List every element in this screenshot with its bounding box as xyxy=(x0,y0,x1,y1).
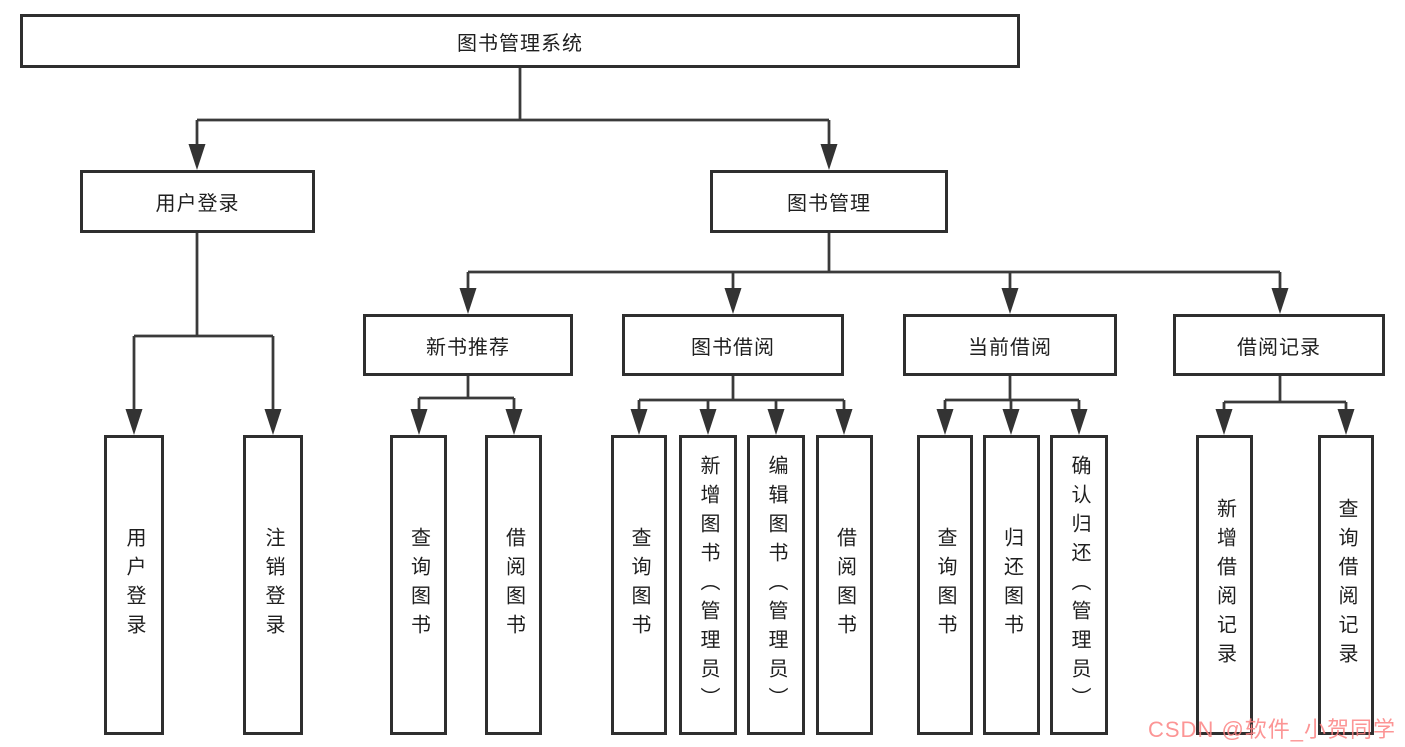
node-label: 新增借阅记录 xyxy=(1213,498,1236,672)
leaf-borrow-books-recommend: 借阅图书 xyxy=(485,435,542,735)
node-new-book-recommend: 新书推荐 xyxy=(363,314,573,376)
node-label: 图书管理 xyxy=(787,193,871,215)
node-borrowing-records: 借阅记录 xyxy=(1173,314,1385,376)
csdn-watermark: CSDN @软件_小贺同学 xyxy=(1148,717,1397,742)
connector-root-to-level2 xyxy=(195,68,831,146)
arrowheads-book-mgmt-children xyxy=(459,288,1289,314)
node-label: 借阅图书 xyxy=(502,527,525,643)
node-label: 新书推荐 xyxy=(426,336,510,359)
node-book-management: 图书管理 xyxy=(710,170,948,233)
leaf-query-books-current: 查询图书 xyxy=(917,435,973,735)
node-label: 借阅图书 xyxy=(833,527,856,643)
leaf-query-borrow-record: 查询借阅记录 xyxy=(1318,435,1374,735)
node-label: 确认归还（管理员） xyxy=(1068,454,1090,716)
arrowheads-user-login-children xyxy=(125,409,282,435)
node-user-login: 用户登录 xyxy=(80,170,315,233)
node-label: 借阅记录 xyxy=(1237,336,1321,359)
node-label: 用户登录 xyxy=(155,193,240,215)
leaf-add-books-admin: 新增图书（管理员） xyxy=(679,435,737,735)
node-label: 查询图书 xyxy=(407,527,430,643)
node-library-management-system: 图书管理系统 xyxy=(20,14,1020,68)
connector-borrow-records-children xyxy=(1222,376,1348,411)
node-label: 图书管理系统 xyxy=(457,32,583,55)
node-label: 图书借阅 xyxy=(691,336,775,359)
arrowheads-current-borrow-children xyxy=(936,409,1088,435)
arrowheads-level2 xyxy=(188,144,838,170)
node-label: 注销登录 xyxy=(262,527,284,643)
leaf-user-login: 用户登录 xyxy=(104,435,164,735)
node-label: 编辑图书（管理员） xyxy=(765,454,787,716)
connector-book-borrow-children xyxy=(637,376,846,411)
node-book-borrowing: 图书借阅 xyxy=(622,314,844,376)
connector-book-mgmt-children xyxy=(466,233,1282,290)
node-label: 归还图书 xyxy=(1000,527,1023,643)
leaf-edit-books-admin: 编辑图书（管理员） xyxy=(747,435,805,735)
leaf-borrow-books: 借阅图书 xyxy=(816,435,873,735)
arrowheads-book-borrow-children xyxy=(630,409,853,435)
connector-new-book-children xyxy=(417,376,516,411)
node-label: 用户登录 xyxy=(123,527,145,643)
leaf-return-books: 归还图书 xyxy=(983,435,1040,735)
leaf-confirm-return-admin: 确认归还（管理员） xyxy=(1050,435,1108,735)
node-label: 查询图书 xyxy=(934,527,956,643)
node-label: 查询图书 xyxy=(628,527,650,643)
leaf-add-borrow-record: 新增借阅记录 xyxy=(1196,435,1253,735)
connector-current-borrow-children xyxy=(943,376,1081,411)
leaf-query-books-borrowing: 查询图书 xyxy=(611,435,667,735)
node-label: 新增图书（管理员） xyxy=(697,454,719,716)
leaf-query-books-recommend: 查询图书 xyxy=(390,435,447,735)
arrowheads-new-book-children xyxy=(410,409,523,435)
connector-user-login-children xyxy=(132,233,275,411)
leaf-logout: 注销登录 xyxy=(243,435,303,735)
node-label: 查询借阅记录 xyxy=(1335,498,1357,672)
arrowheads-borrow-records-children xyxy=(1215,409,1355,435)
node-label: 当前借阅 xyxy=(968,336,1052,359)
node-current-borrowing: 当前借阅 xyxy=(903,314,1117,376)
